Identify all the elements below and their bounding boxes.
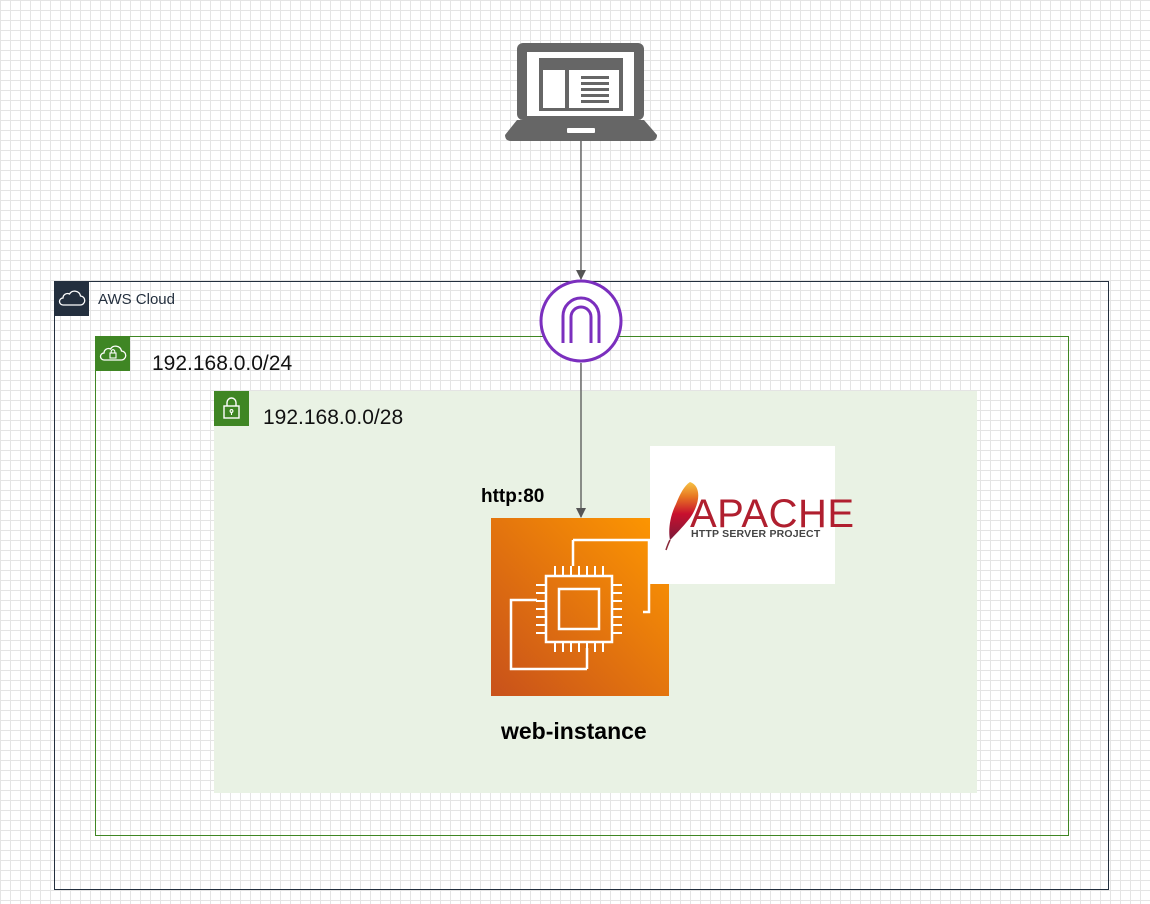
apache-feather-icon [665,482,699,551]
apache-logo [650,446,835,584]
ec2-instance-icon[interactable] [491,518,669,696]
vpc-cidr-label: 192.168.0.0/24 [152,352,293,375]
apache-logo-title: APACHE [690,492,855,536]
subnet-cidr-label: 192.168.0.0/28 [263,406,404,429]
apache-logo-subtitle: HTTP SERVER PROJECT [691,528,821,540]
instance-name-label: web-instance [501,718,647,744]
laptop-client-icon [505,43,657,141]
port-label: http:80 [481,486,545,507]
aws-cloud-label: AWS Cloud [98,291,175,308]
vpc-cloud-lock-icon [95,336,130,371]
aws-cloud-group-icon [54,281,89,316]
subnet-lock-icon [214,391,249,426]
